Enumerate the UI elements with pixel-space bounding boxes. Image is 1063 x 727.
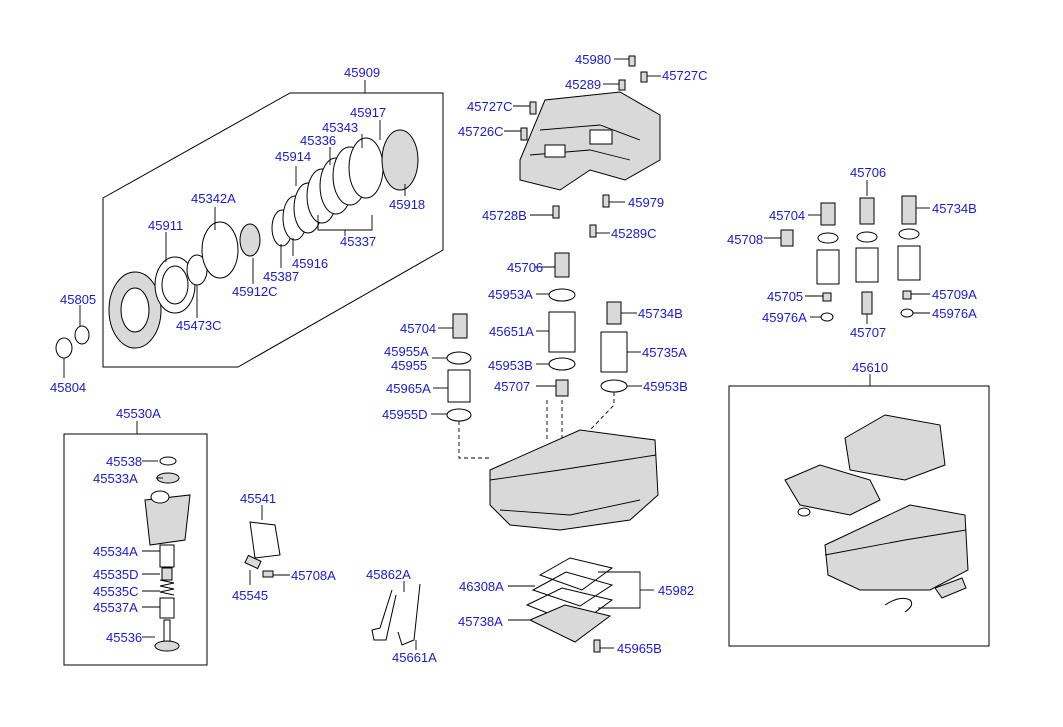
label-45735A: 45735A bbox=[642, 345, 687, 360]
right-valve-parts bbox=[764, 180, 930, 324]
label-45704-right: 45704 bbox=[769, 208, 805, 223]
detent-spring-45862A bbox=[371, 589, 397, 641]
clutch-pack-drawing bbox=[108, 129, 419, 349]
valve-springs-and-sleeves bbox=[431, 252, 642, 459]
label-45538: 45538 bbox=[106, 454, 142, 469]
label-45911: 45911 bbox=[148, 218, 183, 233]
label-45651A: 45651A bbox=[489, 324, 534, 339]
label-45979: 45979 bbox=[628, 195, 664, 210]
bolt-45708A bbox=[262, 570, 274, 578]
label-45289C: 45289C bbox=[611, 226, 657, 241]
label-45917: 45917 bbox=[350, 105, 386, 120]
label-45914: 45914 bbox=[275, 149, 311, 164]
separator-plates bbox=[508, 557, 654, 653]
label-45708A: 45708A bbox=[291, 568, 336, 583]
label-45976A-left: 45976A bbox=[762, 310, 807, 325]
manual-valve-group bbox=[63, 421, 208, 666]
label-45955D: 45955D bbox=[382, 407, 428, 422]
clip-45545 bbox=[244, 554, 262, 570]
label-45862A: 45862A bbox=[366, 567, 411, 582]
label-45709A: 45709A bbox=[932, 287, 977, 302]
label-45706-center: 45706 bbox=[507, 260, 543, 275]
label-45473C: 45473C bbox=[176, 318, 222, 333]
label-45337: 45337 bbox=[340, 234, 376, 249]
label-45734B-center: 45734B bbox=[638, 306, 683, 321]
label-45953B-right: 45953B bbox=[643, 379, 688, 394]
label-45537A: 45537A bbox=[93, 600, 138, 615]
label-45661A: 45661A bbox=[392, 650, 437, 665]
label-45980: 45980 bbox=[575, 52, 611, 67]
label-45610: 45610 bbox=[852, 360, 888, 375]
label-45343: 45343 bbox=[322, 120, 358, 135]
lower-valve-body bbox=[489, 429, 659, 531]
spring-45706 bbox=[554, 252, 570, 278]
label-45728B: 45728B bbox=[482, 208, 527, 223]
label-46308A: 46308A bbox=[459, 579, 504, 594]
detent-lever-45661A bbox=[397, 583, 421, 646]
label-45727C-left: 45727C bbox=[467, 99, 513, 114]
clutch-group-outline bbox=[102, 92, 444, 368]
label-45535C: 45535C bbox=[93, 584, 139, 599]
label-45738A: 45738A bbox=[458, 614, 503, 629]
label-45805: 45805 bbox=[60, 292, 96, 307]
label-45289: 45289 bbox=[565, 77, 601, 92]
label-45727C-right: 45727C bbox=[662, 68, 708, 83]
label-45704-center: 45704 bbox=[400, 321, 436, 336]
seal-ring-45805 bbox=[74, 325, 90, 345]
label-45535D: 45535D bbox=[93, 567, 139, 582]
label-45706-right: 45706 bbox=[850, 165, 886, 180]
label-45976A-right: 45976A bbox=[932, 306, 977, 321]
label-45530A: 45530A bbox=[116, 406, 161, 421]
label-45545: 45545 bbox=[232, 588, 268, 603]
upper-valve-body bbox=[504, 55, 661, 238]
label-45912C: 45912C bbox=[232, 284, 278, 299]
manual-valve-group-outline bbox=[63, 433, 208, 666]
label-45734B-right: 45734B bbox=[932, 201, 977, 216]
valve-body-assembly-group bbox=[728, 374, 990, 647]
label-45955: 45955 bbox=[391, 358, 427, 373]
label-45965B: 45965B bbox=[617, 641, 662, 656]
label-45707-right: 45707 bbox=[850, 325, 886, 340]
label-45705: 45705 bbox=[767, 289, 803, 304]
label-45387: 45387 bbox=[263, 269, 299, 284]
label-45536: 45536 bbox=[106, 630, 142, 645]
label-45534A: 45534A bbox=[93, 544, 138, 559]
label-45804: 45804 bbox=[50, 380, 86, 395]
label-45909: 45909 bbox=[344, 65, 380, 80]
label-45533A: 45533A bbox=[93, 471, 138, 486]
valve-body-assembly-outline bbox=[728, 385, 990, 647]
label-45982: 45982 bbox=[658, 583, 694, 598]
label-45965A: 45965A bbox=[386, 381, 431, 396]
label-45916: 45916 bbox=[292, 256, 328, 271]
label-45342A: 45342A bbox=[191, 191, 236, 206]
clutch-assembly-group bbox=[55, 80, 444, 378]
label-45708: 45708 bbox=[727, 232, 763, 247]
loose-parts bbox=[244, 505, 421, 650]
label-45955A: 45955A bbox=[384, 344, 429, 359]
label-45918: 45918 bbox=[389, 197, 425, 212]
label-45953A: 45953A bbox=[488, 287, 533, 302]
label-45541: 45541 bbox=[240, 491, 276, 506]
seal-45804 bbox=[55, 337, 73, 359]
part-labels: 45909 45917 45343 45336 45914 45342A 459… bbox=[50, 52, 977, 665]
label-45336: 45336 bbox=[300, 133, 336, 148]
label-45726C: 45726C bbox=[458, 124, 504, 139]
gasket-45541 bbox=[249, 521, 281, 559]
label-45953B-left: 45953B bbox=[488, 358, 533, 373]
label-45707-center: 45707 bbox=[494, 379, 530, 394]
